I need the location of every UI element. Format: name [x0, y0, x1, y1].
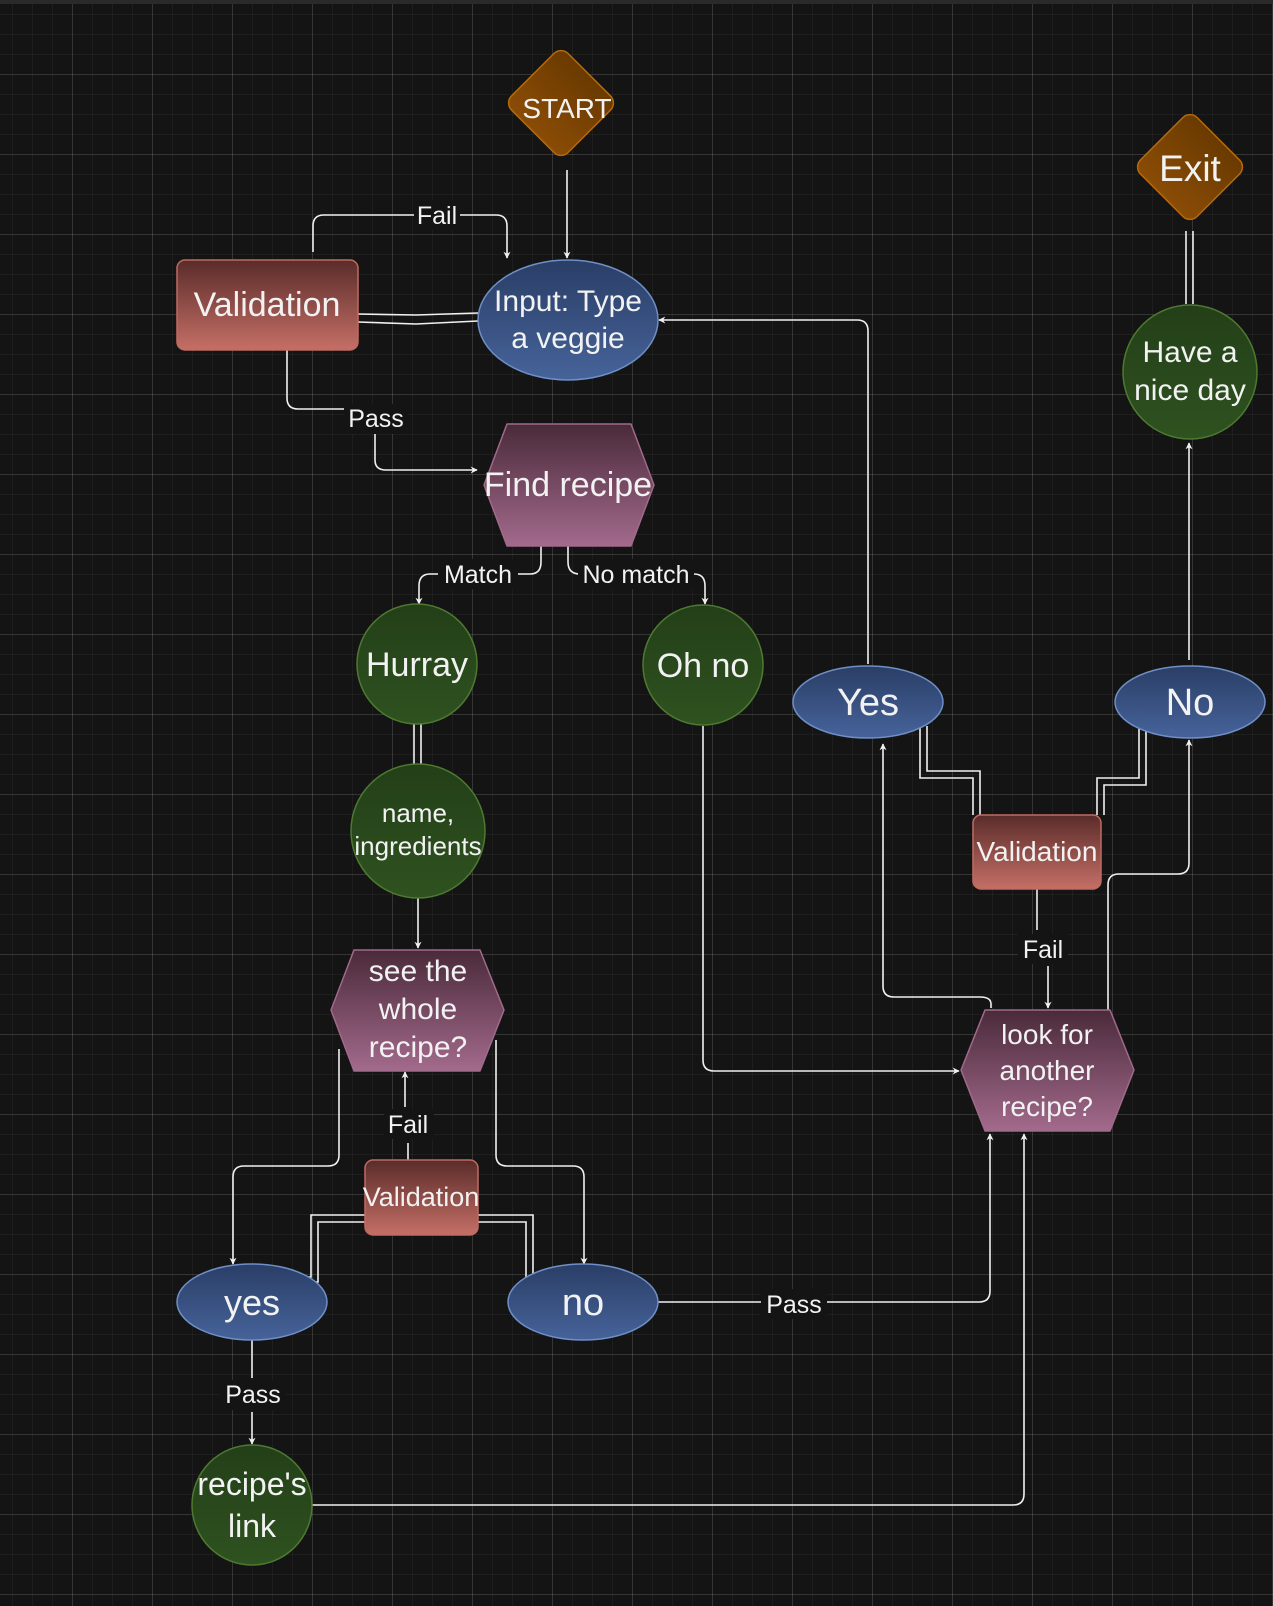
- hurray-label: Hurray: [366, 646, 468, 684]
- edge-ohno-look: [702, 726, 960, 1075]
- edge-label-fail-mid: Fail: [388, 1111, 428, 1139]
- start-node[interactable]: START: [504, 46, 617, 159]
- no-lower-label: no: [562, 1282, 604, 1324]
- find-recipe-node[interactable]: Find recipe: [483, 423, 655, 547]
- exit-label: Exit: [1159, 148, 1221, 189]
- validation-right-label: Validation: [977, 836, 1098, 867]
- validation-right-node[interactable]: Validation: [972, 814, 1102, 890]
- find-recipe-label: Find recipe: [484, 466, 652, 504]
- recipe-link-label-line-1: recipe's: [197, 1466, 306, 1502]
- edge-link-look: [312, 1133, 1028, 1506]
- edge-look-no: [1107, 739, 1193, 1014]
- recipe-link-node[interactable]: recipe's link: [191, 1444, 313, 1566]
- oh-no-node[interactable]: Oh no: [642, 604, 764, 726]
- see-whole-recipe-node[interactable]: see the whole recipe?: [330, 949, 505, 1072]
- edge-validation-input-b: [357, 320, 479, 325]
- no-lower-node[interactable]: no: [507, 1263, 659, 1341]
- yes-lower-label: yes: [224, 1282, 280, 1323]
- name-ingredients-label-line-2: ingredients: [354, 831, 481, 861]
- validation-top-label: Validation: [194, 286, 341, 324]
- edge-yes-valmid-a: [305, 1214, 365, 1278]
- see-whole-label-line-1: see the: [369, 955, 467, 988]
- name-ingredients-label-line-1: name,: [382, 798, 454, 828]
- input-node[interactable]: Input: Type a veggie: [477, 259, 659, 381]
- look-another-label-line-3: recipe?: [1001, 1091, 1093, 1122]
- exit-node[interactable]: Exit: [1133, 110, 1246, 223]
- edge-label-fail-top: Fail: [417, 202, 457, 230]
- start-label: START: [522, 93, 611, 124]
- no-upper-label: No: [1166, 682, 1215, 724]
- no-upper-node[interactable]: No: [1114, 665, 1266, 739]
- edge-label-fail-right: Fail: [1023, 936, 1063, 964]
- validation-top-node[interactable]: Validation: [176, 259, 359, 351]
- edge-label-pass-yes: Pass: [225, 1381, 281, 1409]
- edge-yes-input: [658, 316, 869, 664]
- validation-mid-label: Validation: [363, 1182, 480, 1212]
- edge-see-yes: [229, 1049, 340, 1265]
- name-ingredients-node[interactable]: name, ingredients: [350, 763, 486, 899]
- top-rule: [0, 0, 1273, 4]
- edge-label-no-match: No match: [583, 561, 690, 589]
- edge-look-yes: [879, 743, 992, 1008]
- have-nice-day-label-line-1: Have a: [1142, 336, 1237, 369]
- look-another-recipe-node[interactable]: look for another recipe?: [960, 1009, 1135, 1132]
- have-nice-day-node[interactable]: Have a nice day: [1122, 304, 1258, 440]
- edge-label-match: Match: [444, 561, 512, 589]
- input-label-line-2: a veggie: [511, 322, 624, 355]
- edge-pass-no: [658, 1133, 994, 1303]
- recipe-link-label-line-2: link: [228, 1508, 277, 1544]
- input-label-line-1: Input: Type: [494, 285, 642, 318]
- have-nice-day-label-line-2: nice day: [1134, 374, 1246, 407]
- edges: [229, 170, 1194, 1506]
- edge-see-no: [495, 1040, 588, 1265]
- edge-validation-input-a: [357, 312, 479, 316]
- edge-valr-noup-b: [1103, 726, 1147, 815]
- hurray-node[interactable]: Hurray: [356, 603, 478, 725]
- edge-yes-valmid-b: [305, 1221, 365, 1283]
- yes-upper-label: Yes: [837, 682, 899, 724]
- edge-label-pass-no: Pass: [766, 1291, 822, 1319]
- edge-valmid-no-b: [478, 1221, 527, 1278]
- edge-valr-noup-a: [1096, 726, 1140, 815]
- validation-mid-node[interactable]: Validation: [363, 1159, 480, 1236]
- oh-no-label: Oh no: [657, 647, 750, 685]
- see-whole-label-line-2: whole: [378, 993, 457, 1026]
- nodes: START Exit Input: Type a veggie Validati…: [176, 46, 1266, 1566]
- yes-upper-node[interactable]: Yes: [792, 665, 944, 739]
- yes-lower-node[interactable]: yes: [176, 1263, 328, 1341]
- look-another-label-line-1: look for: [1001, 1019, 1093, 1050]
- edge-yesup-valr-b: [926, 726, 981, 815]
- edge-label-pass-top: Pass: [348, 405, 404, 433]
- edge-labels: Fail Pass Match No match Fail Pass Pass …: [220, 200, 1068, 1410]
- edge-yesup-valr-a: [919, 726, 974, 815]
- edge-valmid-no-a: [478, 1214, 534, 1278]
- see-whole-label-line-3: recipe?: [369, 1031, 467, 1064]
- look-another-label-line-2: another: [1000, 1055, 1095, 1086]
- edge-fail-top: [312, 214, 511, 259]
